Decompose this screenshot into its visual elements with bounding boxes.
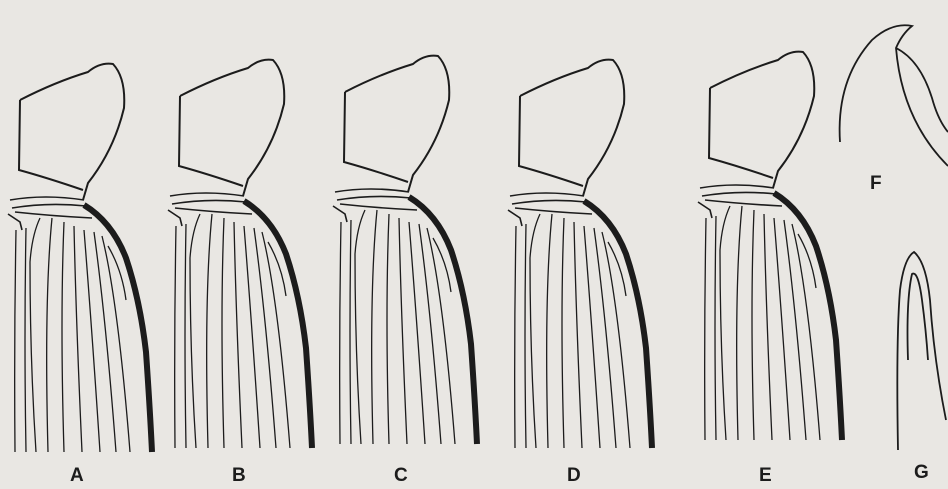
panel-a [8,64,152,452]
label-c: C [394,465,408,487]
panel-e [698,52,842,440]
panel-f [840,25,948,166]
label-b: B [232,465,246,487]
panel-c [333,56,477,444]
panel-g [897,252,946,450]
label-f: F [870,173,882,195]
label-d: D [567,465,581,487]
panel-d [508,60,652,448]
label-e: E [759,465,772,487]
label-g: G [914,462,929,484]
panel-b [168,60,312,448]
label-a: A [70,465,84,487]
